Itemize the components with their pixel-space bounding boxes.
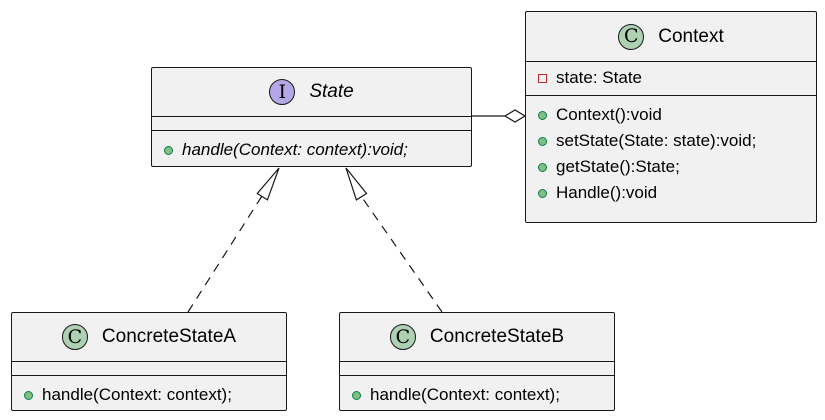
realization-arrowhead-a <box>256 167 280 201</box>
class-badge-icon: C <box>618 23 645 50</box>
public-visibility-icon <box>538 188 547 198</box>
context-field: state: State <box>526 65 816 91</box>
state-header: I State <box>152 68 471 117</box>
method-signature: handle(Context: context):void; <box>182 140 408 159</box>
interface-badge-icon: I <box>269 79 296 105</box>
concrete-state-a-fields <box>12 362 286 376</box>
public-visibility-icon <box>538 162 547 172</box>
context-method: setState(State: state):void; <box>526 128 816 154</box>
context-name: Context <box>658 25 724 47</box>
state-interface-box[interactable]: I State handle(Context: context):void; <box>151 67 472 167</box>
aggregation-diamond <box>503 109 527 123</box>
realization-line-a <box>187 195 263 313</box>
state-name: State <box>309 81 354 102</box>
concrete-state-a-header: C ConcreteStateA <box>12 313 286 362</box>
public-visibility-icon <box>538 136 547 146</box>
method-signature: handle(Context: context); <box>42 385 232 404</box>
concrete-state-a-method: handle(Context: context); <box>12 382 286 408</box>
private-visibility-icon <box>538 73 547 83</box>
class-badge-icon: C <box>389 324 416 350</box>
context-method: Context():void <box>526 102 816 128</box>
concrete-state-a-box[interactable]: C ConcreteStateA handle(Context: context… <box>11 312 287 411</box>
state-fields <box>152 117 471 131</box>
method-signature: Context():void <box>556 105 662 124</box>
public-visibility-icon <box>164 145 173 155</box>
concrete-state-a-methods: handle(Context: context); <box>12 376 286 412</box>
concrete-state-b-methods: handle(Context: context); <box>340 376 614 412</box>
class-badge-icon: C <box>61 324 88 350</box>
method-signature: getState():State; <box>556 157 680 176</box>
realization-arrowhead-b <box>345 167 368 201</box>
method-signature: setState(State: state):void; <box>556 131 757 150</box>
concrete-state-b-fields <box>340 362 614 376</box>
public-visibility-icon <box>352 390 361 400</box>
public-visibility-icon <box>24 390 33 400</box>
concrete-state-b-box[interactable]: C ConcreteStateB handle(Context: context… <box>339 312 615 411</box>
method-signature: Handle():void <box>556 183 658 202</box>
concrete-state-b-method: handle(Context: context); <box>340 382 614 408</box>
context-header: C Context <box>526 12 816 62</box>
concrete-state-b-name: ConcreteStateB <box>429 326 565 347</box>
context-method: getState():State; <box>526 154 816 180</box>
context-fields: state: State <box>526 62 816 96</box>
context-methods: Context():void setState(State: state):vo… <box>526 96 816 206</box>
realization-line-b <box>360 195 443 313</box>
concrete-state-b-header: C ConcreteStateB <box>340 313 614 362</box>
context-class-box[interactable]: C Context state: State Context():void se… <box>525 11 817 223</box>
method-signature: handle(Context: context); <box>370 385 560 404</box>
state-method: handle(Context: context):void; <box>152 137 471 163</box>
public-visibility-icon <box>538 110 547 120</box>
field-signature: state: State <box>556 68 642 87</box>
concrete-state-a-name: ConcreteStateA <box>101 326 237 347</box>
state-methods: handle(Context: context):void; <box>152 131 471 167</box>
context-method: Handle():void <box>526 180 816 206</box>
